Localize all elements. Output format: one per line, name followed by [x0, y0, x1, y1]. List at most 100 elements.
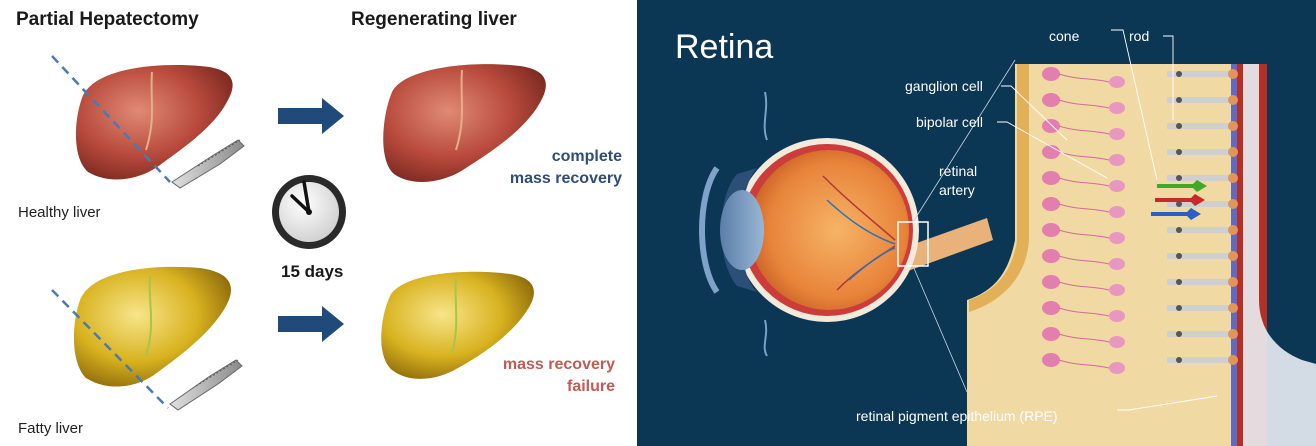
bipolar-cell [1109, 128, 1125, 140]
rpe-cell [1228, 225, 1238, 235]
bipolar-cell [1109, 232, 1125, 244]
bipolar-cell [1109, 362, 1125, 374]
cone-cell-green [1157, 180, 1207, 192]
ganglion-cell [1042, 171, 1060, 185]
retina-illustration [699, 29, 1316, 446]
rod-nucleus [1176, 97, 1182, 103]
leader-ganglion [1001, 85, 1068, 141]
rod-nucleus [1176, 357, 1182, 363]
bipolar-cell [1109, 154, 1125, 166]
scalpel-icon [169, 359, 243, 411]
label-bipolar-cell: bipolar cell [916, 114, 983, 130]
bipolar-cell [1109, 180, 1125, 192]
rpe-cell [1228, 355, 1238, 365]
cell-connection [1058, 99, 1110, 109]
zoom-line [912, 59, 1016, 223]
cell-connection [1058, 255, 1110, 265]
liver-illustration [51, 55, 546, 411]
rod-cell [1167, 305, 1229, 311]
regenerated-fatty-liver-image [381, 271, 534, 379]
retina-cross-section [967, 64, 1316, 446]
cell-connection [1058, 333, 1110, 343]
leader-rod [1163, 35, 1174, 120]
retina-panel: Retina cone rod ganglion cell bipolar ce… [637, 0, 1316, 446]
bipolar-cell [1109, 206, 1125, 218]
leader-rpe [1117, 395, 1218, 411]
ganglion-cell [1042, 197, 1060, 211]
heading-partial-hepatectomy: Partial Hepatectomy [16, 9, 199, 30]
cell-connection [1058, 73, 1110, 83]
rod-cell [1167, 71, 1229, 77]
cell-connection [1058, 229, 1110, 239]
bipolar-cell [1109, 258, 1125, 270]
rpe-cell [1228, 95, 1238, 105]
rod-cell [1167, 357, 1229, 363]
bipolar-cell [1109, 76, 1125, 88]
rod-cell [1167, 227, 1229, 233]
eyeball-image [699, 91, 919, 357]
ganglion-cell [1042, 301, 1060, 315]
ganglion-cell [1042, 327, 1060, 341]
label-cone: cone [1049, 28, 1080, 44]
cone-cell-blue [1151, 208, 1201, 220]
optic-nerve [897, 218, 993, 272]
cone-cell-red [1155, 194, 1205, 206]
label-ganglion-cell: ganglion cell [905, 78, 983, 94]
rpe-cell [1228, 277, 1238, 287]
rod-cell [1167, 279, 1229, 285]
rod-nucleus [1176, 123, 1182, 129]
ganglion-cell [1042, 67, 1060, 81]
rod-nucleus [1176, 305, 1182, 311]
label-rpe: retinal pigment epithelium (RPE) [856, 408, 1058, 424]
rod-nucleus [1176, 279, 1182, 285]
time-label: 15 days [281, 262, 344, 281]
rod-cell [1167, 253, 1229, 259]
ganglion-cell [1042, 93, 1060, 107]
cell-connection [1058, 125, 1110, 135]
rod-nucleus [1176, 227, 1182, 233]
ganglion-cell [1042, 353, 1060, 367]
bipolar-cell [1109, 284, 1125, 296]
outcome-complete-recovery: complete mass recovery [509, 148, 622, 187]
fatty-liver-label: Fatty liver [18, 420, 84, 437]
rod-cell [1167, 97, 1229, 103]
rod-nucleus [1176, 331, 1182, 337]
ganglion-cell [1042, 145, 1060, 159]
cell-connection [1058, 203, 1110, 213]
rod-cell [1167, 175, 1229, 181]
rpe-cell [1228, 173, 1238, 183]
scalpel-icon [171, 139, 245, 189]
rpe-cell [1228, 121, 1238, 131]
rod-cell [1167, 331, 1229, 337]
regenerated-healthy-liver-image [383, 64, 546, 182]
rpe-cell [1228, 147, 1238, 157]
rpe-cell [1228, 199, 1238, 209]
healthy-liver-label: Healthy liver [18, 204, 101, 221]
healthy-liver-image [75, 65, 233, 180]
cut-line-healthy [51, 55, 171, 183]
rpe-cell [1228, 251, 1238, 261]
bipolar-cell [1109, 102, 1125, 114]
cell-connection [1058, 359, 1110, 369]
rpe-cell [1228, 329, 1238, 339]
label-rod: rod [1129, 28, 1150, 44]
bipolar-cell [1109, 336, 1125, 348]
leader-cone [1111, 29, 1158, 181]
label-retinal-artery: retinal artery [939, 163, 978, 198]
ganglion-cell [1042, 249, 1060, 263]
outcome-recovery-failure: mass recovery failure [502, 356, 615, 395]
clock-icon [272, 175, 346, 249]
ganglion-cell [1042, 275, 1060, 289]
rod-cell [1167, 123, 1229, 129]
retina-title: Retina [675, 28, 774, 66]
rod-cell [1167, 149, 1229, 155]
cell-connection [1058, 281, 1110, 291]
liver-regeneration-panel: Partial Hepatectomy Regenerating liver H… [0, 0, 637, 446]
cut-line-fatty [51, 289, 169, 409]
rod-nucleus [1176, 175, 1182, 181]
arrow-icon [278, 98, 344, 134]
leader-bipolar [997, 121, 1108, 179]
rod-nucleus [1176, 71, 1182, 77]
rod-nucleus [1176, 253, 1182, 259]
